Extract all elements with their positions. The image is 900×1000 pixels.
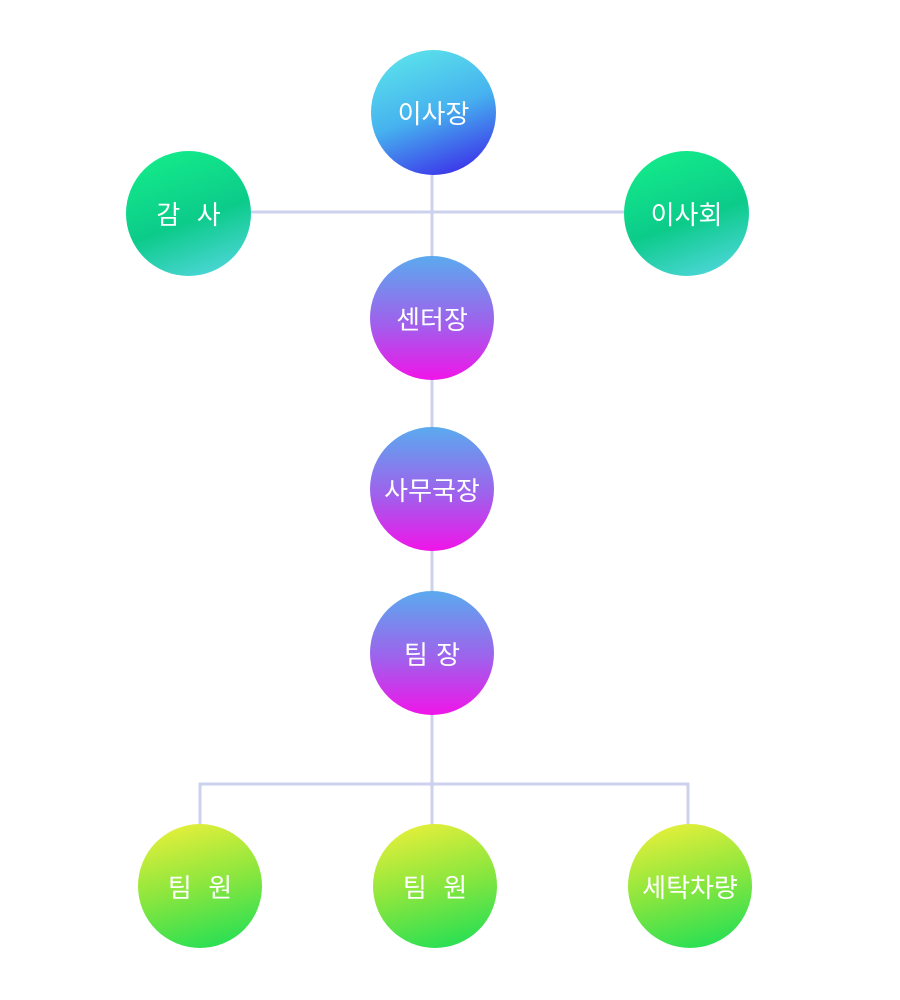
node-laundry-vehicle: 세탁차량	[628, 824, 752, 948]
node-center-director: 센터장	[370, 256, 494, 380]
node-team-leader-label: 팀 장	[403, 640, 461, 671]
node-chairman-label: 이사장	[397, 100, 470, 130]
node-center-director-label: 센터장	[396, 305, 468, 336]
node-team-leader: 팀 장	[370, 591, 494, 715]
connector-members-branch	[198, 782, 690, 826]
node-team-member-1: 팀 원	[138, 824, 262, 948]
node-laundry-vehicle-label: 세탁차량	[642, 873, 738, 904]
node-chairman: 이사장	[371, 50, 496, 175]
node-office-director: 사무국장	[370, 427, 494, 551]
node-auditor-label: 감 사	[156, 201, 221, 231]
node-board: 이사회	[624, 151, 749, 276]
node-team-member-1-label: 팀 원	[167, 873, 233, 904]
node-office-director-label: 사무국장	[384, 476, 480, 507]
node-team-member-2: 팀 원	[373, 824, 497, 948]
node-board-label: 이사회	[650, 201, 723, 231]
node-auditor: 감 사	[126, 151, 251, 276]
node-team-member-2-label: 팀 원	[402, 873, 468, 904]
